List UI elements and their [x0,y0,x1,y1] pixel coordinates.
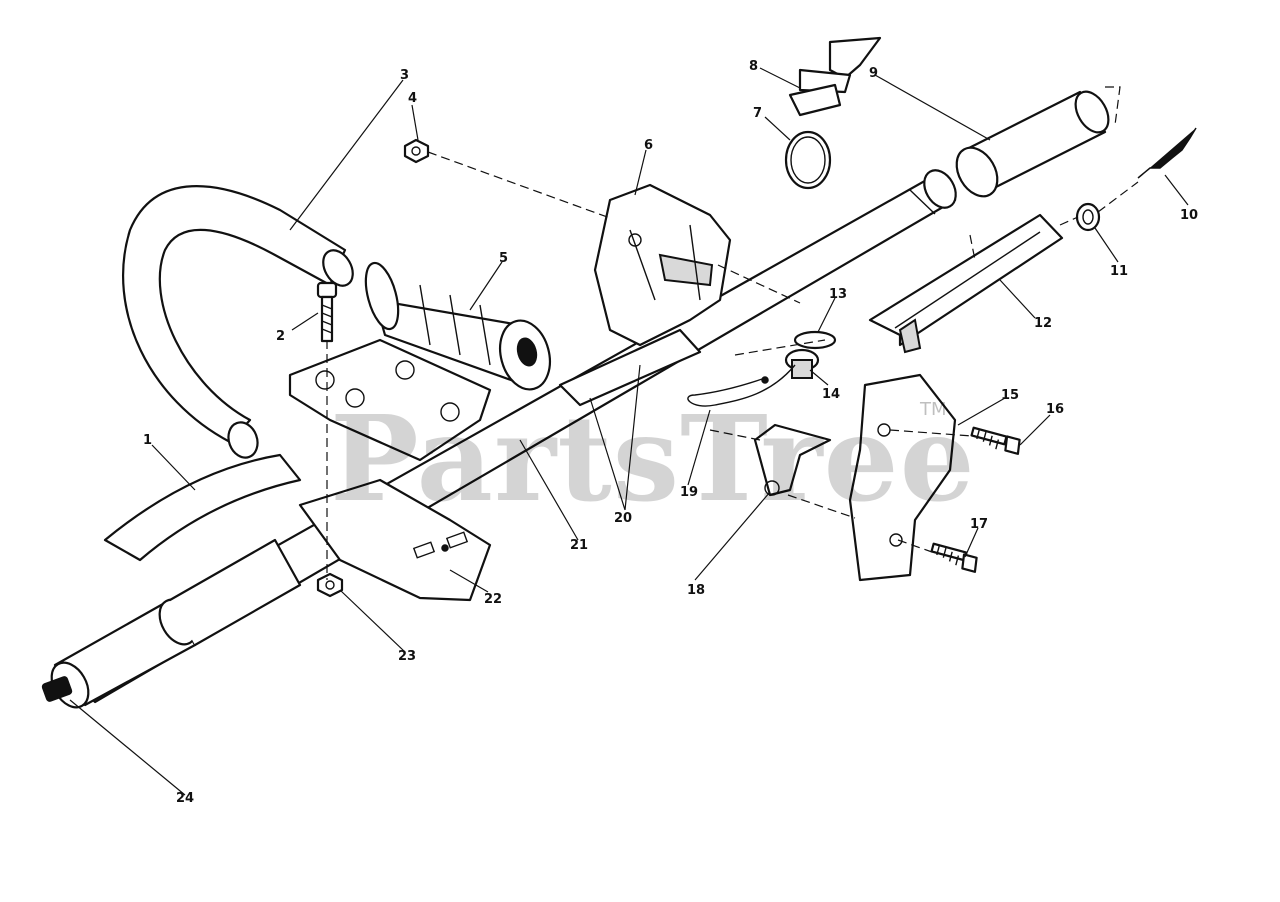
watermark-text: PartsTree [330,389,976,528]
callout-19[interactable]: 19 [680,485,698,500]
callout-7[interactable]: 7 [753,106,762,121]
throttle-rail[interactable] [868,213,1064,354]
stop-switch[interactable] [784,348,820,379]
loop-handle[interactable] [122,185,359,462]
callout-labels: 1 2 3 4 5 6 7 8 9 10 11 12 13 14 15 16 1… [143,59,1198,806]
tube-sleeve[interactable] [948,86,1115,204]
callout-10[interactable]: 10 [1180,208,1198,223]
callout-21[interactable]: 21 [570,538,588,553]
callout-15[interactable]: 15 [1001,388,1019,403]
callout-17[interactable]: 17 [970,517,988,532]
drive-shaft-spline[interactable] [41,676,73,702]
callout-2[interactable]: 2 [276,329,285,344]
switch-wire[interactable] [687,364,796,407]
leader-lines [69,67,1189,796]
callout-22[interactable]: 22 [484,592,502,607]
hanger-ring[interactable] [784,130,832,190]
handle-grip[interactable] [360,260,558,395]
handle-clamp-lower[interactable] [298,478,492,602]
callout-23[interactable]: 23 [398,649,416,664]
throttle-trigger[interactable] [753,423,832,497]
bolt[interactable] [316,281,338,343]
hanger-strap[interactable] [788,36,882,117]
decal-sleeve[interactable] [103,453,302,562]
nut-cable[interactable] [1075,202,1101,232]
callout-12[interactable]: 12 [1034,316,1052,331]
assembly-lines [326,86,1139,580]
callout-4[interactable]: 4 [408,91,417,106]
screw-lower[interactable] [930,542,979,573]
nut-lower[interactable] [316,572,344,598]
throttle-housing-right[interactable] [848,373,957,582]
callout-8[interactable]: 8 [749,59,758,74]
callout-11[interactable]: 11 [1110,264,1128,279]
decal-label[interactable] [558,328,702,407]
callout-16[interactable]: 16 [1046,402,1064,417]
callout-24[interactable]: 24 [176,791,194,806]
nut-upper[interactable] [403,138,430,164]
throttle-cable-spring[interactable] [1137,127,1197,179]
switch-cap[interactable] [793,330,837,350]
callout-18[interactable]: 18 [687,583,705,598]
lower-tube-segment[interactable] [44,538,302,714]
callout-6[interactable]: 6 [644,138,653,153]
callout-13[interactable]: 13 [829,287,847,302]
screw-upper[interactable] [970,426,1022,455]
callout-3[interactable]: 3 [400,68,409,83]
callout-9[interactable]: 9 [869,66,878,81]
callout-20[interactable]: 20 [614,511,632,526]
callout-5[interactable]: 5 [499,251,508,266]
handle-clamp-upper[interactable] [288,338,492,462]
callout-1[interactable]: 1 [143,433,152,448]
watermark-trademark: TM [919,399,947,420]
throttle-housing-half[interactable] [593,183,732,347]
callout-14[interactable]: 14 [822,387,840,402]
